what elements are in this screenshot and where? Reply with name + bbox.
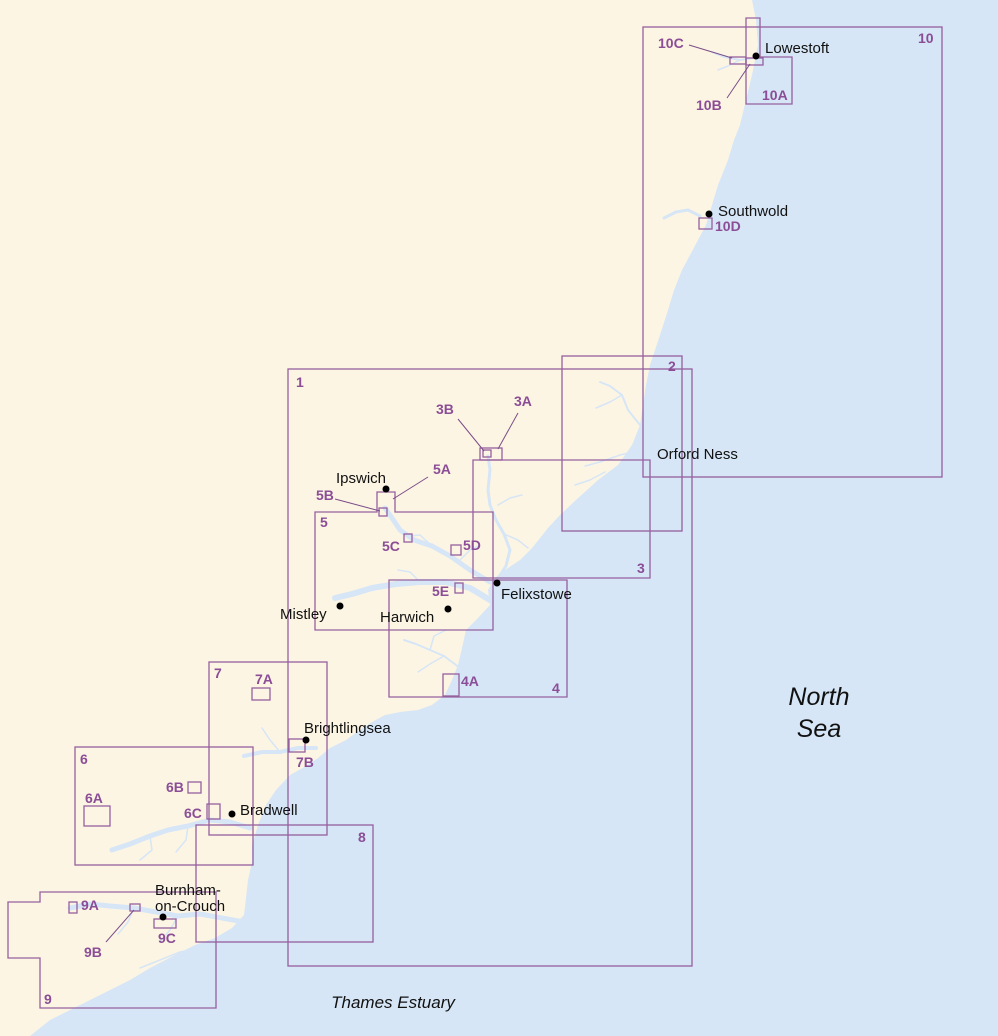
chart-box-9a[interactable] xyxy=(68,901,78,914)
sea-label-thames-estuary: Thames Estuary xyxy=(331,993,456,1012)
chart-label-10a: 10A xyxy=(762,87,788,103)
chart-label-9a: 9A xyxy=(81,897,99,913)
chart-box-2[interactable] xyxy=(561,355,683,532)
town-dot-burnham xyxy=(159,913,167,921)
town-label-brightlingsea: Brightlingsea xyxy=(304,720,391,737)
chart-label-7b: 7B xyxy=(296,754,314,770)
chart-box-10c[interactable] xyxy=(729,56,747,65)
chart-label-2: 2 xyxy=(668,358,676,374)
town-dot-brightlingsea xyxy=(302,736,310,744)
town-dot-southwold xyxy=(705,210,713,218)
chart-label-5: 5 xyxy=(320,514,328,530)
town-label-burnham-line1: Burnham- xyxy=(155,882,221,899)
chart-box-5b[interactable] xyxy=(378,507,388,517)
chart-label-4a: 4A xyxy=(461,673,479,689)
chart-label-10c: 10C xyxy=(658,35,684,51)
town-label-ipswich: Ipswich xyxy=(336,470,386,487)
chart-box-1[interactable] xyxy=(287,368,693,967)
chart-labels: 10 10A 10B 10C 10D 2 1 3 3A 3B 5 5A 5B 5… xyxy=(44,30,934,1007)
town-label-orford-ness: Orford Ness xyxy=(657,446,738,463)
town-dot-mistley xyxy=(336,602,344,610)
chart-box-7[interactable] xyxy=(208,661,328,836)
chart-boxes xyxy=(7,17,943,1009)
town-label-burnham-line2: on-Crouch xyxy=(155,898,225,915)
chart-box-9b[interactable] xyxy=(129,903,141,912)
chart-label-1: 1 xyxy=(296,374,304,390)
chart-label-8: 8 xyxy=(358,829,366,845)
chart-box-7b[interactable] xyxy=(288,738,306,753)
chart-box-10[interactable] xyxy=(642,26,943,478)
chart-label-6: 6 xyxy=(80,751,88,767)
rivers xyxy=(67,51,755,969)
chart-box-5d[interactable] xyxy=(450,544,462,556)
chart-label-5d: 5D xyxy=(463,537,481,553)
chart-box-3[interactable] xyxy=(472,459,651,579)
chart-box-5[interactable] xyxy=(314,491,494,631)
town-labels: Lowestoft Southwold Orford Ness Ipswich … xyxy=(155,40,830,915)
town-dot-lowestoft xyxy=(752,52,760,60)
chart-box-3a[interactable] xyxy=(479,447,503,461)
town-dots xyxy=(159,52,760,921)
chart-label-10b: 10B xyxy=(696,97,722,113)
town-label-southwold: Southwold xyxy=(718,203,788,220)
chart-label-5a: 5A xyxy=(433,461,451,477)
chart-label-3a: 3A xyxy=(514,393,532,409)
chart-box-6b[interactable] xyxy=(187,781,202,794)
chart-label-5c: 5C xyxy=(382,538,400,554)
town-label-mistley: Mistley xyxy=(280,606,327,623)
chart-label-3b: 3B xyxy=(436,401,454,417)
land-area xyxy=(0,0,758,1036)
chart-label-7a: 7A xyxy=(255,671,273,687)
chart-box-9[interactable] xyxy=(7,891,217,1009)
sea-label-north-line1: North xyxy=(788,683,849,711)
chart-box-3b[interactable] xyxy=(482,449,492,458)
chart-label-10d: 10D xyxy=(715,218,741,234)
chart-box-6a[interactable] xyxy=(83,805,111,827)
chart-label-4: 4 xyxy=(552,680,560,696)
chart-label-5b: 5B xyxy=(316,487,334,503)
chart-box-6c[interactable] xyxy=(206,803,221,820)
leader-lines xyxy=(105,44,751,943)
chart-box-4a[interactable] xyxy=(442,673,460,697)
town-dot-felixstowe xyxy=(493,579,501,587)
chart-box-10a[interactable] xyxy=(745,17,793,105)
chart-box-5c[interactable] xyxy=(403,533,413,543)
town-label-felixstowe: Felixstowe xyxy=(501,586,572,603)
chart-box-7a[interactable] xyxy=(251,687,271,701)
chart-label-6a: 6A xyxy=(85,790,103,806)
chart-label-6c: 6C xyxy=(184,805,202,821)
chart-label-10: 10 xyxy=(918,30,934,46)
chart-label-3: 3 xyxy=(637,560,645,576)
chart-label-9b: 9B xyxy=(84,944,102,960)
chart-box-8[interactable] xyxy=(195,824,374,943)
sea-label-north-line2: Sea xyxy=(797,715,842,743)
town-label-lowestoft: Lowestoft xyxy=(765,40,830,57)
chart-box-10d[interactable] xyxy=(698,217,713,230)
chart-box-5e[interactable] xyxy=(454,582,464,594)
town-dot-ipswich xyxy=(382,485,390,493)
chart-label-6b: 6B xyxy=(166,779,184,795)
town-dot-harwich xyxy=(444,605,452,613)
chart-box-6[interactable] xyxy=(74,746,254,866)
chart-label-9c: 9C xyxy=(158,930,176,946)
chart-box-4[interactable] xyxy=(388,579,568,698)
chart-label-9: 9 xyxy=(44,991,52,1007)
town-dot-bradwell xyxy=(228,810,236,818)
town-label-harwich: Harwich xyxy=(380,609,434,626)
town-label-bradwell: Bradwell xyxy=(240,802,298,819)
chart-label-5e: 5E xyxy=(432,583,449,599)
chart-label-7: 7 xyxy=(214,665,222,681)
